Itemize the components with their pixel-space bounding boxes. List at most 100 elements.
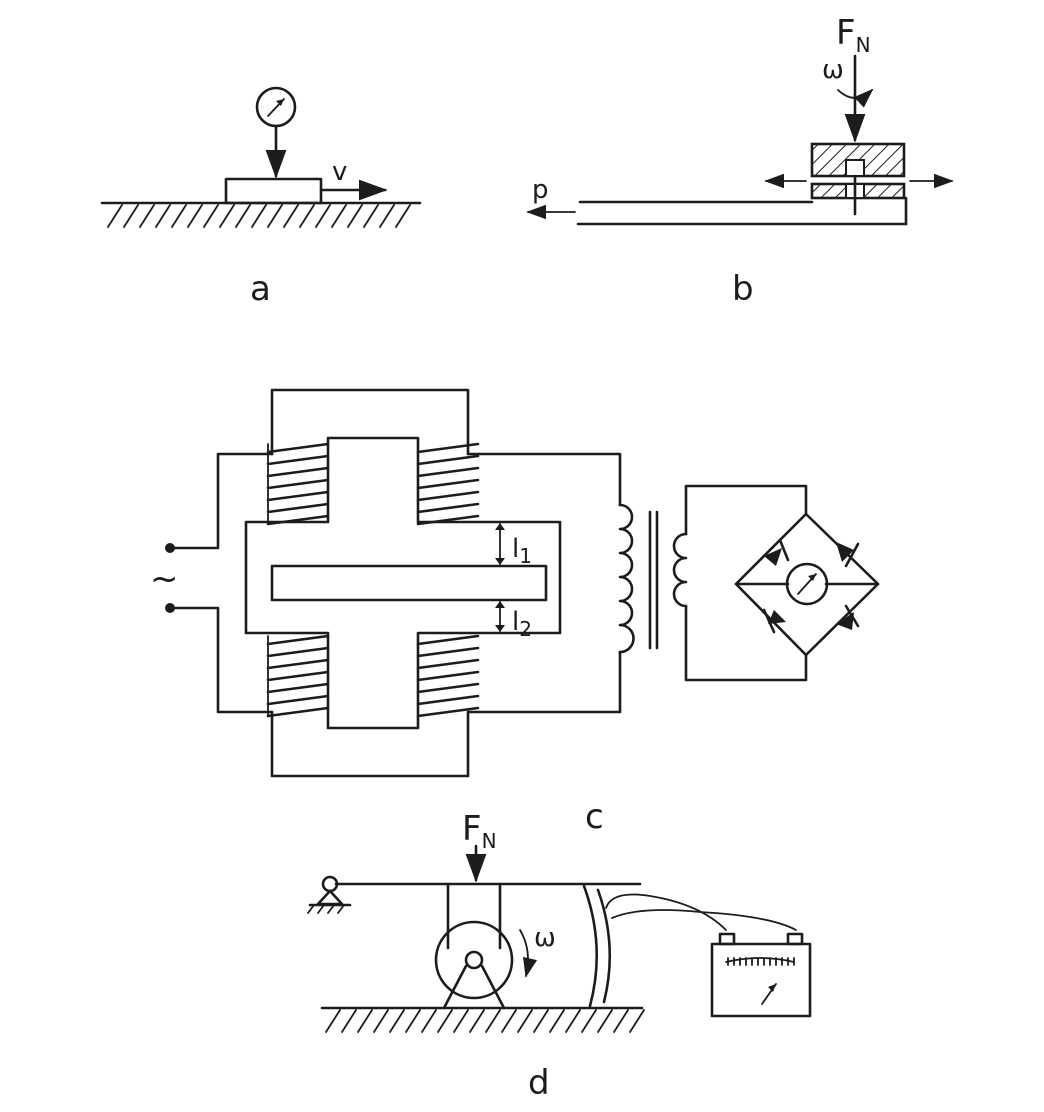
coil-turn xyxy=(416,658,480,670)
hatch-stroke xyxy=(267,204,283,228)
battery-meter-icon xyxy=(710,932,812,1018)
hatch-stroke xyxy=(597,1009,613,1033)
coil-turn xyxy=(266,442,330,454)
coil-turn xyxy=(416,646,480,658)
output-wire-top xyxy=(466,452,622,507)
hatch-stroke xyxy=(235,204,251,228)
force-label-b: FN xyxy=(836,13,871,57)
force-label-d: FN xyxy=(462,809,497,853)
diode-icon xyxy=(764,538,790,566)
arc-plate-inner xyxy=(596,888,612,1004)
gap-l2-label: l2 xyxy=(512,607,532,641)
hatch-stroke xyxy=(107,204,123,228)
panel-c: l1 l2 ~ xyxy=(150,388,880,837)
ac-source-symbol: ~ xyxy=(150,559,179,599)
pressure-label: p xyxy=(532,175,549,205)
panel-d-label: d xyxy=(528,1063,550,1103)
hatch-stroke xyxy=(347,204,363,228)
coil-turn xyxy=(266,502,330,514)
lead-wire-2 xyxy=(611,909,797,931)
panel-a: v a xyxy=(100,86,422,309)
hatch-stroke xyxy=(533,1009,549,1033)
hatch-stroke xyxy=(171,204,187,228)
hatch-stroke xyxy=(203,204,219,228)
hatch-stroke xyxy=(437,1009,453,1033)
hatch-stroke xyxy=(421,1009,437,1033)
omega-label-d: ω xyxy=(534,923,556,953)
hatch-stroke xyxy=(315,204,331,228)
hatch-stroke xyxy=(251,204,267,228)
input-wire-bottom xyxy=(170,606,274,714)
hatch-stroke xyxy=(187,204,203,228)
hatch-stroke xyxy=(613,1009,629,1033)
coil-turn xyxy=(266,694,330,706)
coil-turn xyxy=(266,634,330,646)
input-terminal-bottom xyxy=(165,603,175,613)
hatch-stroke xyxy=(469,1009,485,1033)
hatch-stroke xyxy=(363,204,379,228)
wheel-axle xyxy=(464,950,484,970)
rotating-wheel xyxy=(434,920,514,1000)
coil-turn xyxy=(266,466,330,478)
hatch-stroke xyxy=(155,204,171,228)
hatch-stroke xyxy=(373,1009,389,1033)
coil-turn xyxy=(416,490,480,502)
hatch-stroke xyxy=(331,204,347,228)
hatch-stroke xyxy=(501,1009,517,1033)
hatch-stroke xyxy=(517,1009,533,1033)
hatch-stroke xyxy=(405,1009,421,1033)
coil-windings xyxy=(266,442,480,718)
coil-turn xyxy=(416,502,480,514)
diode-icon xyxy=(836,542,860,568)
hatch-stroke xyxy=(299,204,315,228)
armature-bar xyxy=(270,564,548,602)
hatch-stroke xyxy=(565,1009,581,1033)
hatch-stroke xyxy=(325,1009,341,1033)
panel-a-label: a xyxy=(250,269,271,309)
omega-label-b: ω xyxy=(822,55,844,85)
coil-turn xyxy=(266,706,330,718)
hatch-stroke xyxy=(389,1009,405,1033)
hatch-stroke xyxy=(485,1009,501,1033)
hatch-stroke xyxy=(453,1009,469,1033)
coil-turn xyxy=(416,694,480,706)
coil-turn xyxy=(416,682,480,694)
bridge-wire-top xyxy=(684,484,808,536)
hatch-stroke xyxy=(379,204,395,228)
gap-l1-label: l1 xyxy=(512,534,532,568)
hatch-stroke xyxy=(395,204,411,228)
sliding-block xyxy=(224,177,323,205)
ground-hatch-d xyxy=(325,1009,645,1033)
coil-turn xyxy=(266,658,330,670)
coil-turn xyxy=(266,682,330,694)
output-wire-bottom xyxy=(466,650,622,714)
coil-turn xyxy=(416,634,480,646)
dial-gauge-icon xyxy=(255,86,297,128)
lead-wire-1 xyxy=(605,893,727,931)
ground-hatch-a xyxy=(107,204,411,228)
hatch-stroke xyxy=(549,1009,565,1033)
transformer-secondary xyxy=(672,532,688,608)
hatch-stroke xyxy=(341,1009,357,1033)
panel-b: FN ω p b xyxy=(526,13,954,309)
coil-turn xyxy=(416,466,480,478)
hatch-stroke xyxy=(219,204,235,228)
hatch-stroke xyxy=(629,1009,645,1033)
arc-plate-outer xyxy=(582,884,599,1008)
meter-needle-icon xyxy=(785,562,829,606)
coil-turn xyxy=(266,490,330,502)
bottom-wire-loop xyxy=(270,710,470,778)
velocity-label: v xyxy=(332,157,347,187)
coil-turn xyxy=(416,670,480,682)
panel-d: FN ω d xyxy=(307,809,812,1103)
coil-turn xyxy=(266,478,330,490)
magnetic-core xyxy=(244,436,562,730)
panel-b-label: b xyxy=(732,269,754,309)
coil-turn xyxy=(266,670,330,682)
coil-turn xyxy=(416,706,480,718)
coil-turn xyxy=(266,646,330,658)
coil-turn xyxy=(266,514,330,526)
diode-icon xyxy=(762,608,786,634)
